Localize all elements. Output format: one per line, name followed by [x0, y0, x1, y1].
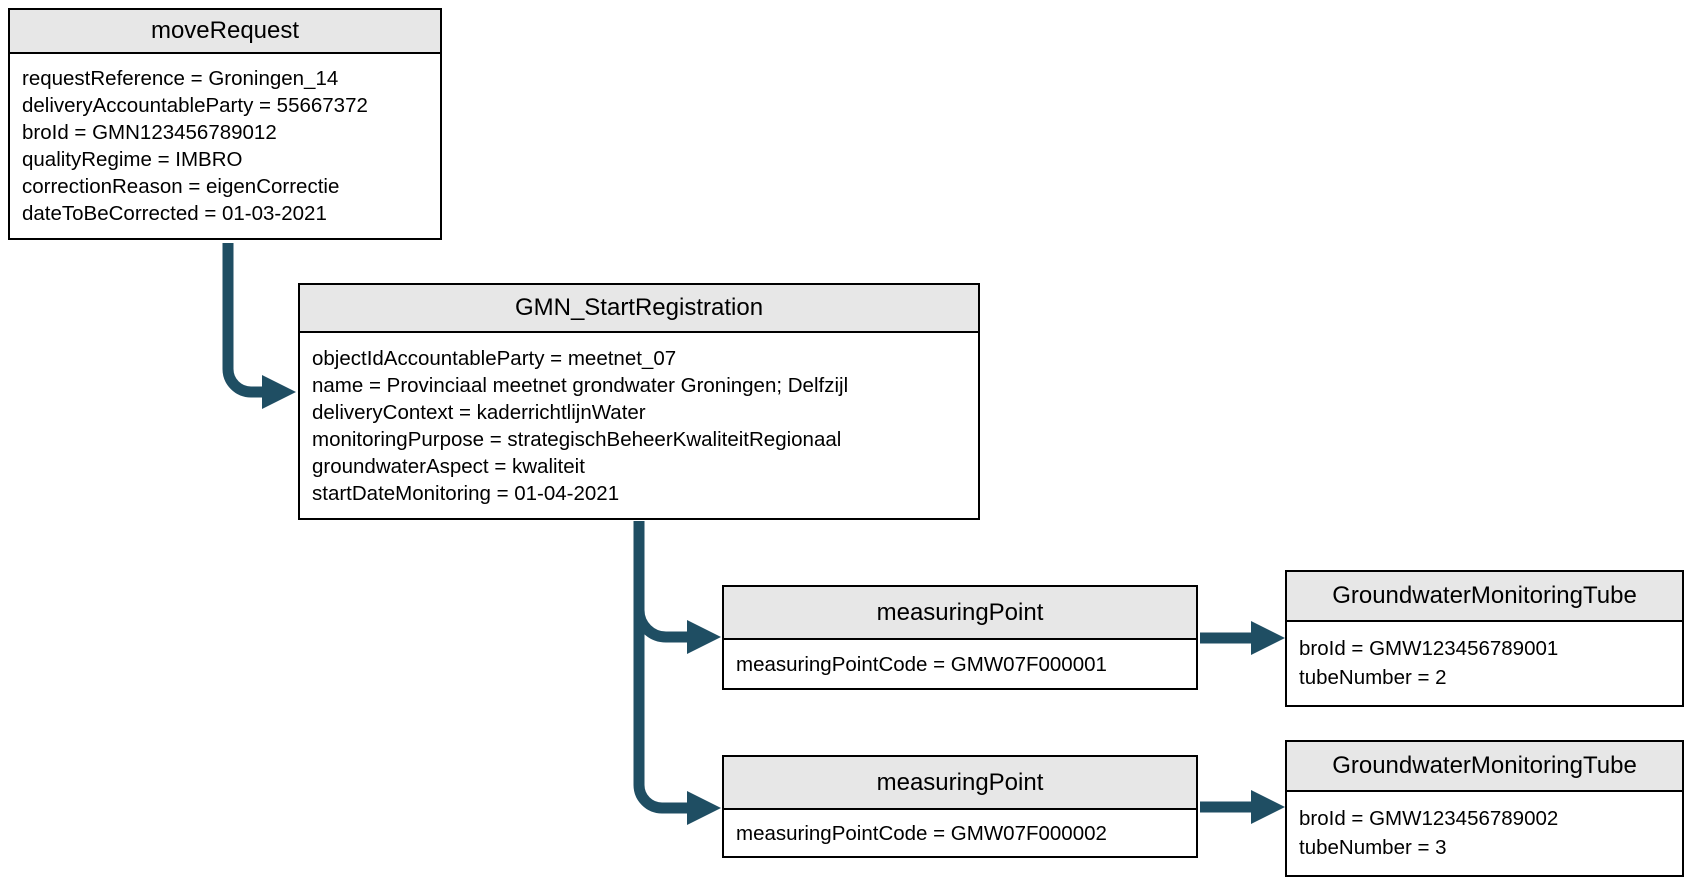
- attribute-line: deliveryContext = kaderrichtlijnWater: [312, 400, 646, 424]
- uml-object-measuringpoint-2: measuringPoint measuringPointCode = GMW0…: [722, 755, 1198, 858]
- attribute-line: tubeNumber = 3: [1299, 836, 1447, 859]
- connector-gmn-to-measuringpoint-2: [633, 521, 687, 814]
- node-attributes: requestReference = Groningen_14 delivery…: [10, 54, 440, 238]
- arrowhead-icon: [687, 620, 721, 654]
- node-attributes: broId = GMW123456789001 tubeNumber = 2: [1287, 622, 1682, 705]
- node-title-bar: measuringPoint: [724, 757, 1196, 810]
- uml-object-moverequest: moveRequest requestReference = Groningen…: [8, 8, 442, 240]
- node-attributes: objectIdAccountableParty = meetnet_07 na…: [300, 333, 978, 518]
- node-title: moveRequest: [150, 17, 300, 44]
- uml-object-measuringpoint-1: measuringPoint measuringPointCode = GMW0…: [722, 585, 1198, 690]
- node-title-bar: GMN_StartRegistration: [300, 285, 978, 333]
- arrowhead-icon: [1251, 621, 1285, 655]
- node-title: measuringPoint: [876, 768, 1044, 796]
- attribute-line: requestReference = Groningen_14: [22, 67, 339, 90]
- uml-object-groundwatermonitoringtube-2: GroundwaterMonitoringTube broId = GMW123…: [1285, 740, 1684, 877]
- attribute-line: qualityRegime = IMBRO: [22, 148, 243, 171]
- arrowhead-icon: [1251, 790, 1285, 824]
- arrowhead-icon: [687, 791, 721, 825]
- node-title: GroundwaterMonitoringTube: [1332, 752, 1637, 779]
- attribute-line: broId = GMW123456789001: [1299, 637, 1559, 660]
- attribute-line: objectIdAccountableParty = meetnet_07: [312, 346, 677, 370]
- node-title-bar: GroundwaterMonitoringTube: [1287, 742, 1682, 792]
- attribute-line: measuringPointCode = GMW07F000001: [736, 652, 1107, 676]
- attribute-line: name = Provinciaal meetnet grondwater Gr…: [312, 373, 849, 397]
- attribute-line: monitoringPurpose = strategischBeheerKwa…: [312, 427, 842, 451]
- attribute-line: correctionReason = eigenCorrectie: [22, 175, 340, 198]
- node-title: measuringPoint: [876, 598, 1044, 626]
- node-attributes: measuringPointCode = GMW07F000001: [724, 640, 1196, 688]
- arrowhead-icon: [262, 375, 296, 409]
- node-title-bar: moveRequest: [10, 10, 440, 54]
- attribute-line: broId = GMW123456789002: [1299, 807, 1559, 830]
- connector-moverequest-to-gmn: [222, 243, 262, 398]
- connector-gmn-to-measuringpoint-1: [633, 609, 687, 643]
- node-attributes: measuringPointCode = GMW07F000002: [724, 810, 1196, 856]
- uml-object-groundwatermonitoringtube-1: GroundwaterMonitoringTube broId = GMW123…: [1285, 570, 1684, 707]
- node-title-bar: GroundwaterMonitoringTube: [1287, 572, 1682, 622]
- attribute-line: tubeNumber = 2: [1299, 666, 1447, 689]
- attribute-line: dateToBeCorrected = 01-03-2021: [22, 202, 327, 225]
- node-title-bar: measuringPoint: [724, 587, 1196, 640]
- attribute-line: startDateMonitoring = 01-04-2021: [312, 481, 620, 505]
- node-title: GMN_StartRegistration: [514, 294, 764, 321]
- node-attributes: broId = GMW123456789002 tubeNumber = 3: [1287, 792, 1682, 875]
- node-title: GroundwaterMonitoringTube: [1332, 582, 1637, 609]
- attribute-line: measuringPointCode = GMW07F000002: [736, 821, 1107, 845]
- uml-object-gmn-startregistration: GMN_StartRegistration objectIdAccountabl…: [298, 283, 980, 520]
- attribute-line: groundwaterAspect = kwaliteit: [312, 454, 585, 478]
- attribute-line: deliveryAccountableParty = 55667372: [22, 94, 368, 117]
- attribute-line: broId = GMN123456789012: [22, 121, 277, 144]
